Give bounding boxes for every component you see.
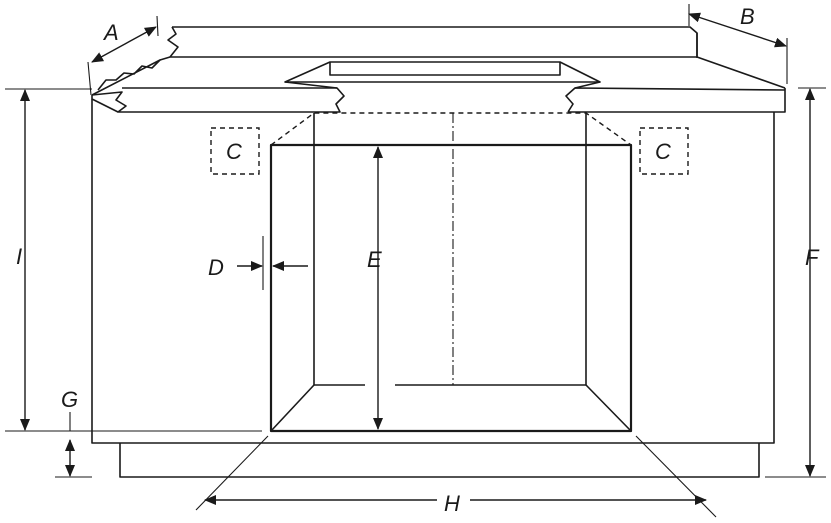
label-i: I (16, 244, 22, 269)
dimension-f (765, 87, 826, 478)
dimension-h (195, 435, 717, 518)
c-box-left (210, 127, 260, 175)
label-g: G (61, 387, 78, 412)
label-h: H (444, 491, 460, 516)
dimension-i (5, 88, 262, 432)
label-d: D (208, 255, 224, 280)
dimension-b (688, 4, 788, 84)
firebox-opening (269, 112, 633, 433)
fireplace-body (91, 99, 775, 478)
dimension-g (55, 412, 92, 478)
label-a: A (102, 20, 119, 45)
label-b: B (740, 4, 755, 29)
label-e: E (367, 247, 382, 272)
label-c-right: C (655, 139, 671, 164)
dimension-a (87, 15, 159, 96)
dimension-d (237, 236, 308, 290)
label-f: F (805, 245, 820, 270)
mantel-shelf (91, 26, 786, 113)
c-box-right (639, 127, 689, 175)
label-c-left: C (226, 139, 242, 164)
